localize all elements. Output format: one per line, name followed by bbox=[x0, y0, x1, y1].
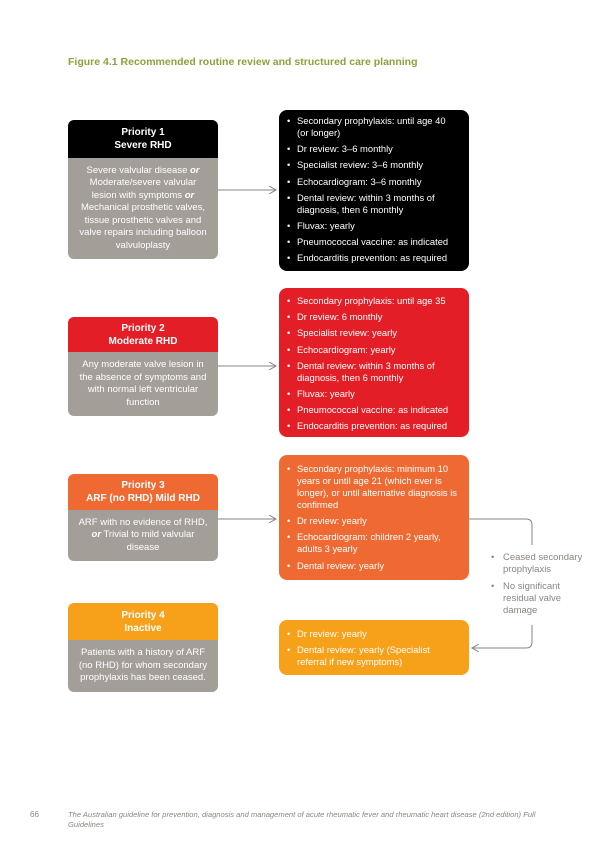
transition-note: No significant residual valve damage bbox=[491, 581, 591, 617]
priority-2-card: Priority 2 Moderate RHD Any moderate val… bbox=[68, 317, 218, 416]
recommendation-item: Secondary prophylaxis: until age 40 (or … bbox=[287, 115, 459, 139]
priority-1-description: Severe valvular disease or Moderate/seve… bbox=[68, 158, 218, 259]
priority-4-category: Inactive bbox=[124, 622, 162, 634]
page-number: 66 bbox=[30, 810, 39, 819]
recommendation-item: Dental review: yearly bbox=[287, 560, 459, 572]
priority-1-card: Priority 1 Severe RHD Severe valvular di… bbox=[68, 120, 218, 259]
recommendation-item: Dr review: yearly bbox=[287, 628, 459, 640]
priority-4-description: Patients with a history of ARF (no RHD) … bbox=[68, 640, 218, 692]
recommendation-item: Dr review: yearly bbox=[287, 515, 459, 527]
priority-2-recommendations: Secondary prophylaxis: until age 35 Dr re… bbox=[279, 288, 469, 437]
footer-text: The Australian guideline for prevention,… bbox=[68, 810, 536, 829]
priority-2-number: Priority 2 bbox=[121, 322, 165, 334]
priority-1-recommendations: Secondary prophylaxis: until age 40 (or … bbox=[279, 110, 469, 271]
priority-4-card: Priority 4 Inactive Patients with a hist… bbox=[68, 603, 218, 692]
recommendation-item: Specialist review: yearly bbox=[287, 327, 459, 339]
recommendation-item: Secondary prophylaxis: minimum 10 years … bbox=[287, 463, 459, 511]
recommendation-item: Echocardiogram: yearly bbox=[287, 344, 459, 356]
recommendation-list: Secondary prophylaxis: minimum 10 years … bbox=[287, 463, 459, 572]
priority-4-number: Priority 4 bbox=[121, 609, 165, 621]
description-text: Patients with a history of ARF (no RHD) … bbox=[78, 647, 208, 684]
transition-note: Ceased secondary prophylaxis bbox=[491, 552, 591, 576]
recommendation-item: Dr review: 3–6 monthly bbox=[287, 143, 459, 155]
description-text: ARF with no evidence of RHD, or Trivial … bbox=[78, 516, 208, 553]
recommendation-item: Endocarditis prevention: as required bbox=[287, 420, 459, 432]
priority-2-category: Moderate RHD bbox=[108, 335, 178, 347]
priority-1-heading: Priority 1 Severe RHD bbox=[68, 120, 218, 158]
figure-title: Figure 4.1 Recommended routine review an… bbox=[68, 56, 418, 68]
priority-4-recommendations: Dr review: yearlyDental review: yearly (… bbox=[279, 620, 469, 675]
priority-3-recommendations: Secondary prophylaxis: minimum 10 years … bbox=[279, 455, 469, 580]
priority-3-heading: Priority 3 ARF (no RHD) Mild RHD bbox=[68, 474, 218, 510]
recommendation-list: Secondary prophylaxis: until age 35 Dr re… bbox=[287, 295, 459, 432]
description-text: Severe valvular disease or Moderate/seve… bbox=[79, 164, 207, 251]
recommendation-item: Fluvax: yearly bbox=[287, 220, 459, 232]
priority-4-heading: Priority 4 Inactive bbox=[68, 603, 218, 640]
recommendation-item: Specialist review: 3–6 monthly bbox=[287, 159, 459, 171]
recommendation-item: Secondary prophylaxis: until age 35 bbox=[287, 295, 459, 307]
description-text: Any moderate valve lesion in the absence… bbox=[79, 359, 207, 408]
recommendation-item: Dental review: within 3 months of diagno… bbox=[287, 360, 459, 384]
priority-1-category: Severe RHD bbox=[114, 140, 172, 151]
recommendation-item: Dr review: 6 monthly bbox=[287, 311, 459, 323]
priority-3-category: ARF (no RHD) Mild RHD bbox=[86, 493, 200, 504]
priority-3-number: Priority 3 bbox=[121, 480, 165, 491]
recommendation-item: Pneumococcal vaccine: as indicated bbox=[287, 404, 459, 416]
priority-3-description: ARF with no evidence of RHD, or Trivial … bbox=[68, 510, 218, 561]
recommendation-list: Secondary prophylaxis: until age 40 (or … bbox=[287, 115, 459, 264]
priority-2-heading: Priority 2 Moderate RHD bbox=[68, 317, 218, 352]
recommendation-item: Fluvax: yearly bbox=[287, 388, 459, 400]
recommendation-item: Echocardiogram: children 2 yearly, adult… bbox=[287, 531, 459, 555]
recommendation-item: Dental review: yearly (Specialist referr… bbox=[287, 644, 459, 668]
priority-2-description: Any moderate valve lesion in the absence… bbox=[68, 352, 218, 416]
transition-notes: Ceased secondary prophylaxis No signific… bbox=[491, 552, 591, 622]
recommendation-list: Dr review: yearlyDental review: yearly (… bbox=[287, 628, 459, 668]
priority-3-card: Priority 3 ARF (no RHD) Mild RHD ARF wit… bbox=[68, 474, 218, 561]
recommendation-item: Dental review: within 3 months of diagno… bbox=[287, 192, 459, 216]
recommendation-item: Endocarditis prevention: as required bbox=[287, 252, 459, 264]
recommendation-item: Echocardiogram: 3–6 monthly bbox=[287, 176, 459, 188]
priority-1-number: Priority 1 bbox=[121, 127, 165, 138]
recommendation-item: Pneumococcal vaccine: as indicated bbox=[287, 236, 459, 248]
